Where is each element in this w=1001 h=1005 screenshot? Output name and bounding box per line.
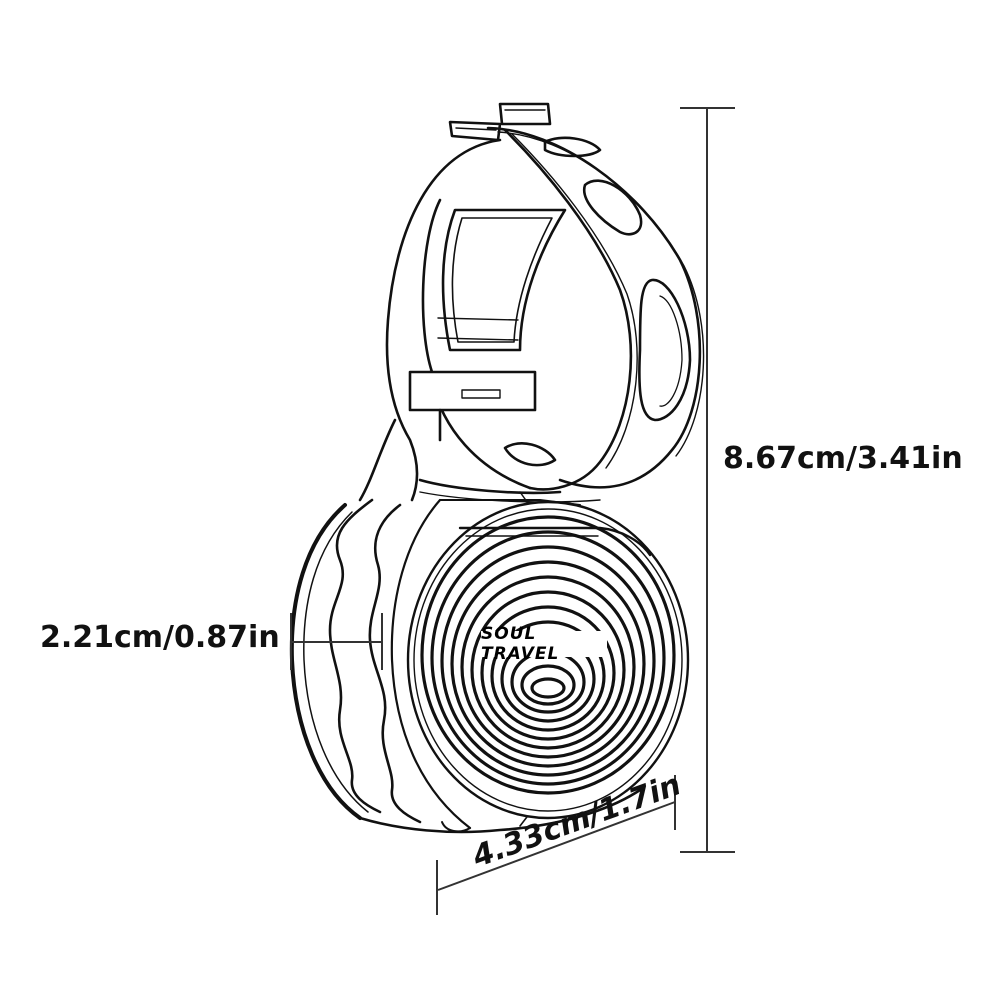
speaker-grille bbox=[420, 515, 676, 795]
speaker-body bbox=[289, 491, 690, 834]
width-dimension-line bbox=[436, 775, 676, 915]
brand-logo: SOUL TRAVEL bbox=[481, 624, 607, 664]
height-dimension-line bbox=[680, 107, 735, 853]
height-dimension-label: 8.67cm/3.41in bbox=[723, 441, 963, 476]
depth-dimension-line bbox=[290, 613, 383, 670]
depth-dimension-label: 2.21cm/0.87in bbox=[40, 620, 280, 655]
dimension-lines bbox=[290, 107, 735, 915]
handlebar-clamp bbox=[358, 102, 705, 503]
